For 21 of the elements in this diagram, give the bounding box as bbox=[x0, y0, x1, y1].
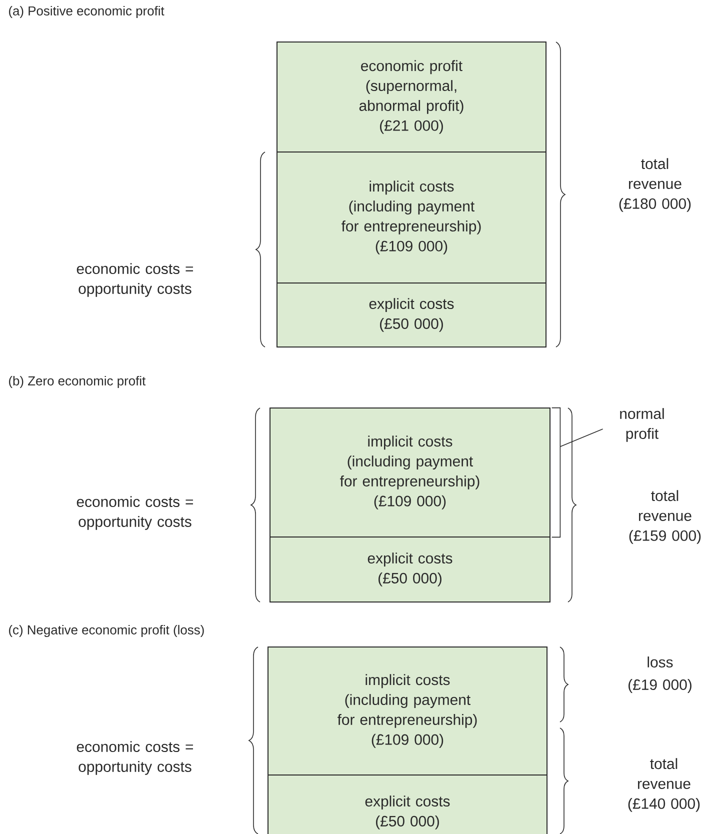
bracket bbox=[551, 407, 561, 538]
side-label: (£19 000) bbox=[628, 679, 692, 693]
side-label: economic costs = opportunity costs bbox=[76, 496, 193, 530]
cost-box: economic profit (supernormal, abnormal profit) (£21 000) bbox=[276, 42, 546, 152]
side-label: total revenue (£180 000) bbox=[619, 158, 691, 212]
side-label: total revenue (£159 000) bbox=[629, 490, 701, 544]
cost-box: explicit costs (£50 000) bbox=[270, 536, 550, 602]
leader-line bbox=[560, 428, 604, 448]
side-label: economic costs = opportunity costs bbox=[76, 263, 193, 297]
panel-heading: (a) Positive economic profit bbox=[9, 6, 164, 18]
node-label: (£50 000) bbox=[376, 815, 439, 830]
panel-heading: (b) Zero economic profit bbox=[9, 376, 146, 388]
side-label: total revenue (£140 000) bbox=[628, 758, 700, 812]
cost-box: explicit costs (£50 000) bbox=[276, 282, 546, 348]
annotation: normal profit bbox=[620, 408, 664, 442]
cost-box: implicit costs (including payment for entrepreneurship) (£109 000) bbox=[270, 408, 550, 538]
node-label: explicit costs bbox=[365, 796, 450, 810]
cost-box: explicit costs (£50 000) bbox=[268, 774, 548, 834]
side-label: loss bbox=[648, 656, 673, 668]
panel-heading: (c) Negative economic profit (loss) bbox=[9, 624, 204, 638]
side-label: economic costs = opportunity costs bbox=[76, 741, 193, 775]
